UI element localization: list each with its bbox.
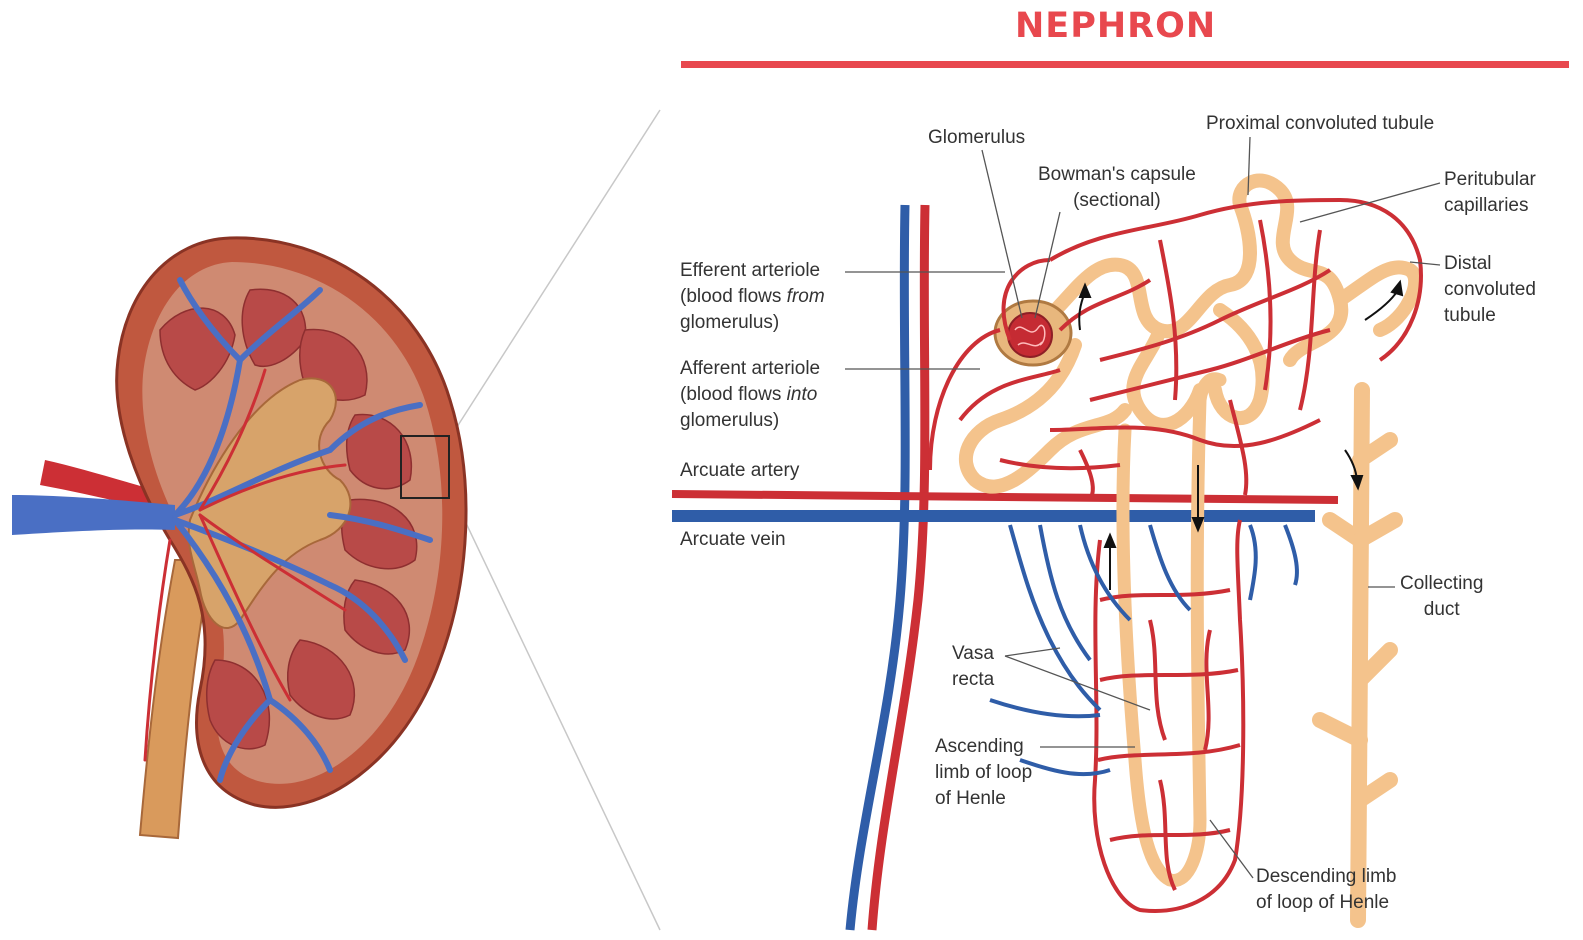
label-collecting-duct: Collecting duct [1400, 571, 1483, 623]
zoom-line-top [455, 110, 660, 430]
label-distal-tubule: Distal convoluted tubule [1444, 251, 1536, 329]
label-bowmans-capsule: Bowman's capsule (sectional) [1038, 162, 1196, 214]
label-arcuate-vein: Arcuate vein [680, 527, 786, 553]
interlobular-vein [850, 205, 905, 930]
label-glomerulus: Glomerulus [928, 125, 1025, 151]
loop-of-henle [1123, 379, 1220, 881]
label-ascending-limb: Ascending limb of loop of Henle [935, 734, 1032, 812]
zoom-line-bottom [455, 500, 660, 930]
arcuate-artery [672, 494, 1338, 500]
label-vasa-recta: Vasa recta [952, 641, 994, 693]
label-arcuate-artery: Arcuate artery [680, 458, 799, 484]
nephron-illustration [672, 137, 1440, 930]
label-efferent-arteriole: Efferent arteriole (blood flows from glo… [680, 258, 825, 336]
kidney-illustration [12, 238, 466, 838]
label-descending-limb: Descending limb of loop of Henle [1256, 864, 1396, 916]
arrow-up-icon [1392, 282, 1402, 295]
collecting-duct-shape [1320, 390, 1395, 920]
label-peritubular-capillaries: Peritubular capillaries [1444, 167, 1536, 219]
arrow-up-icon [1105, 535, 1115, 547]
label-afferent-arteriole: Afferent arteriole (blood flows into glo… [680, 356, 820, 434]
label-proximal-tubule: Proximal convoluted tubule [1206, 111, 1434, 137]
vasa-recta-blue [990, 525, 1297, 774]
